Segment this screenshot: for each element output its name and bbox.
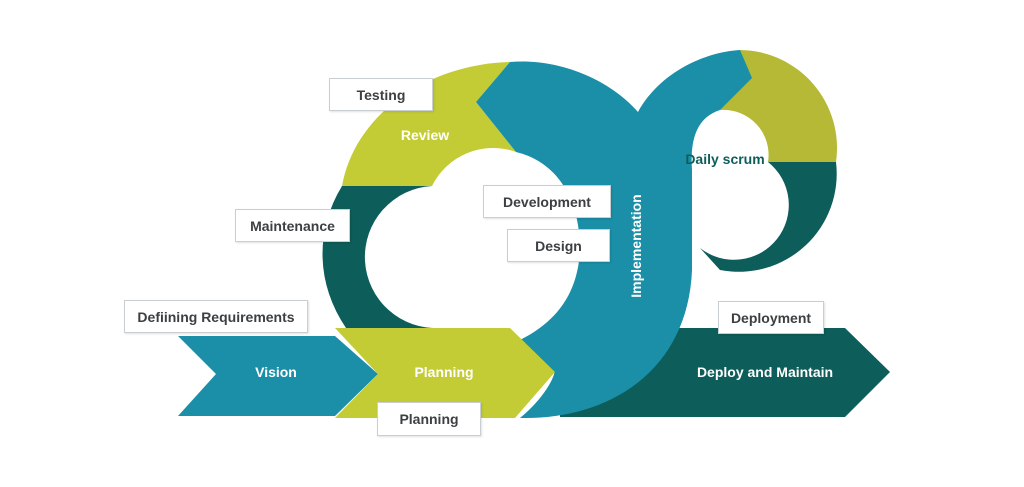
- deployment-tag: Deployment: [718, 301, 824, 334]
- planning-tag: Planning: [377, 402, 481, 436]
- defining-requirements-tag: Defiining Requirements: [124, 300, 308, 333]
- development-tag: Development: [483, 185, 611, 218]
- maintenance-tag: Maintenance: [235, 209, 350, 242]
- design-tag: Design: [507, 229, 610, 262]
- vision-arrow: [178, 336, 378, 416]
- review-label: Review: [401, 127, 449, 143]
- daily-scrum-label: Daily scrum: [685, 151, 764, 167]
- planning-arrow: [335, 328, 555, 418]
- planning-label: Planning: [414, 364, 473, 380]
- vision-label: Vision: [255, 364, 297, 380]
- review-segment: [342, 62, 516, 186]
- retrospective-label: Retrospective: [390, 210, 406, 303]
- retrospective-segment: [322, 186, 440, 329]
- deploy-maintain-label: Deploy and Maintain: [697, 364, 833, 380]
- implementation-segment: [476, 50, 752, 419]
- testing-tag: Testing: [329, 78, 433, 111]
- daily-scrum-dark-segment: [700, 162, 837, 272]
- implementation-label: Implementation: [628, 194, 644, 297]
